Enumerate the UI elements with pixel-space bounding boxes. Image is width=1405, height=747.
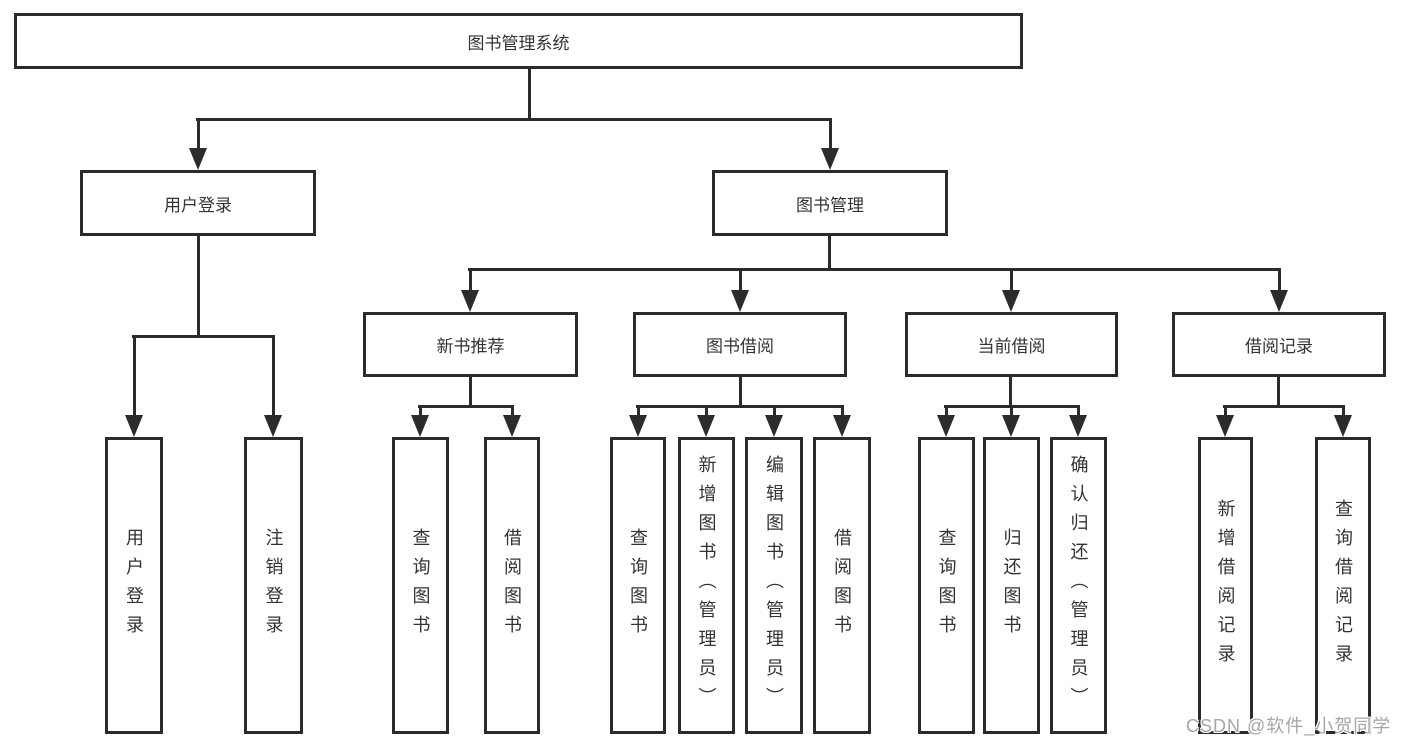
stem-leaf — [705, 407, 708, 415]
leaf-edit-book-admin: 编辑图书（管理员） — [745, 437, 803, 734]
node-root-system: 图书管理系统 — [14, 13, 1023, 69]
user-login-split-line — [132, 335, 275, 338]
leaf-confirm-return-admin: 确认归还（管理员） — [1050, 437, 1107, 734]
node-label: 图书管理 — [796, 195, 864, 215]
node-label: 注销登录 — [263, 527, 284, 644]
node-label: 借阅图书 — [832, 527, 852, 644]
stem-to-book-borrow — [739, 270, 742, 290]
node-label: 新书推荐 — [436, 337, 505, 356]
leaf-add-borrow-record: 新增借阅记录 — [1198, 437, 1253, 734]
stem-to-user-login — [197, 120, 200, 148]
stem-leaf — [1077, 407, 1080, 415]
node-label: 当前借阅 — [977, 337, 1046, 356]
arrowhead-down-icon — [125, 415, 143, 437]
node-label: 新增借阅记录 — [1215, 498, 1236, 673]
leaf-query-book-1: 查询图书 — [392, 437, 449, 734]
arrowhead-down-icon — [731, 290, 749, 312]
node-label: 查询图书 — [628, 527, 648, 644]
node-label: 用户登录 — [124, 527, 144, 644]
stem-to-new-book — [469, 270, 472, 290]
node-label: 编辑图书（管理员） — [764, 455, 784, 716]
arrowhead-down-icon — [697, 415, 715, 437]
leaf-query-book-2: 查询图书 — [610, 437, 666, 734]
leaf-return-book: 归还图书 — [983, 437, 1040, 734]
current-borrow-split-line — [944, 405, 1080, 408]
arrowhead-down-icon — [1270, 290, 1288, 312]
stem-leaf — [419, 407, 422, 415]
node-label: 归还图书 — [1001, 527, 1022, 644]
stem-to-borrow-record — [1278, 270, 1281, 290]
node-label: 查询图书 — [936, 527, 957, 644]
root-split-line — [196, 118, 832, 121]
node-label: 图书管理系统 — [467, 33, 570, 53]
stem-leaf — [1342, 407, 1345, 415]
leaf-query-book-3: 查询图书 — [918, 437, 975, 734]
arrowhead-down-icon — [833, 415, 851, 437]
node-label: 借阅图书 — [502, 527, 522, 644]
borrow-record-trunk-line — [1277, 377, 1280, 407]
book-borrow-split-line — [636, 405, 844, 408]
node-new-book-rec: 新书推荐 — [363, 312, 578, 377]
root-trunk-line — [528, 68, 531, 120]
node-label: 图书借阅 — [706, 337, 774, 356]
book-borrow-trunk-line — [739, 377, 742, 407]
arrowhead-down-icon — [461, 290, 479, 312]
arrowhead-down-icon — [629, 415, 647, 437]
stem-leaf — [945, 407, 948, 415]
arrowhead-down-icon — [264, 415, 282, 437]
csdn-watermark: CSDN @软件_小贺同学 — [1186, 716, 1392, 736]
current-borrow-trunk-line — [1009, 377, 1012, 407]
stem-leaf — [637, 407, 640, 415]
leaf-borrow-book-2: 借阅图书 — [813, 437, 871, 734]
new-book-split-line — [418, 405, 514, 408]
arrowhead-down-icon — [411, 415, 429, 437]
book-mgmt-trunk-line — [828, 236, 831, 270]
stem-leaf — [133, 337, 136, 415]
node-label: 查询借阅记录 — [1333, 498, 1353, 673]
arrowhead-down-icon — [189, 148, 207, 170]
arrowhead-down-icon — [1069, 415, 1087, 437]
leaf-logout: 注销登录 — [244, 437, 303, 734]
user-login-trunk-line — [197, 236, 200, 337]
stem-to-book-mgmt — [829, 120, 832, 148]
stem-to-current-borrow — [1010, 270, 1013, 290]
node-label: 借阅记录 — [1245, 337, 1313, 356]
node-label: 查询图书 — [410, 527, 431, 644]
arrowhead-down-icon — [1216, 415, 1234, 437]
stem-leaf — [773, 407, 776, 415]
stem-leaf — [511, 407, 514, 415]
arrowhead-down-icon — [1334, 415, 1352, 437]
stem-leaf — [1010, 407, 1013, 415]
arrowhead-down-icon — [765, 415, 783, 437]
arrowhead-down-icon — [1002, 415, 1020, 437]
book-mgmt-split-line — [468, 268, 1281, 271]
leaf-add-book-admin: 新增图书（管理员） — [678, 437, 735, 734]
node-book-borrow: 图书借阅 — [633, 312, 847, 377]
leaf-borrow-book-1: 借阅图书 — [484, 437, 540, 734]
new-book-trunk-line — [469, 377, 472, 407]
arrowhead-down-icon — [937, 415, 955, 437]
node-current-borrow: 当前借阅 — [905, 312, 1118, 377]
node-label: 用户登录 — [164, 195, 232, 215]
node-book-mgmt: 图书管理 — [712, 170, 948, 236]
node-user-login: 用户登录 — [80, 170, 316, 236]
node-label: 确认归还（管理员） — [1068, 455, 1089, 716]
arrowhead-down-icon — [503, 415, 521, 437]
stem-leaf — [272, 337, 275, 415]
arrowhead-down-icon — [821, 148, 839, 170]
borrow-record-split-line — [1223, 405, 1345, 408]
stem-leaf — [1224, 407, 1227, 415]
arrowhead-down-icon — [1002, 290, 1020, 312]
stem-leaf — [841, 407, 844, 415]
node-label: 新增图书（管理员） — [696, 455, 717, 716]
leaf-user-login: 用户登录 — [105, 437, 163, 734]
leaf-query-borrow-record: 查询借阅记录 — [1315, 437, 1371, 734]
node-borrow-record: 借阅记录 — [1172, 312, 1386, 377]
